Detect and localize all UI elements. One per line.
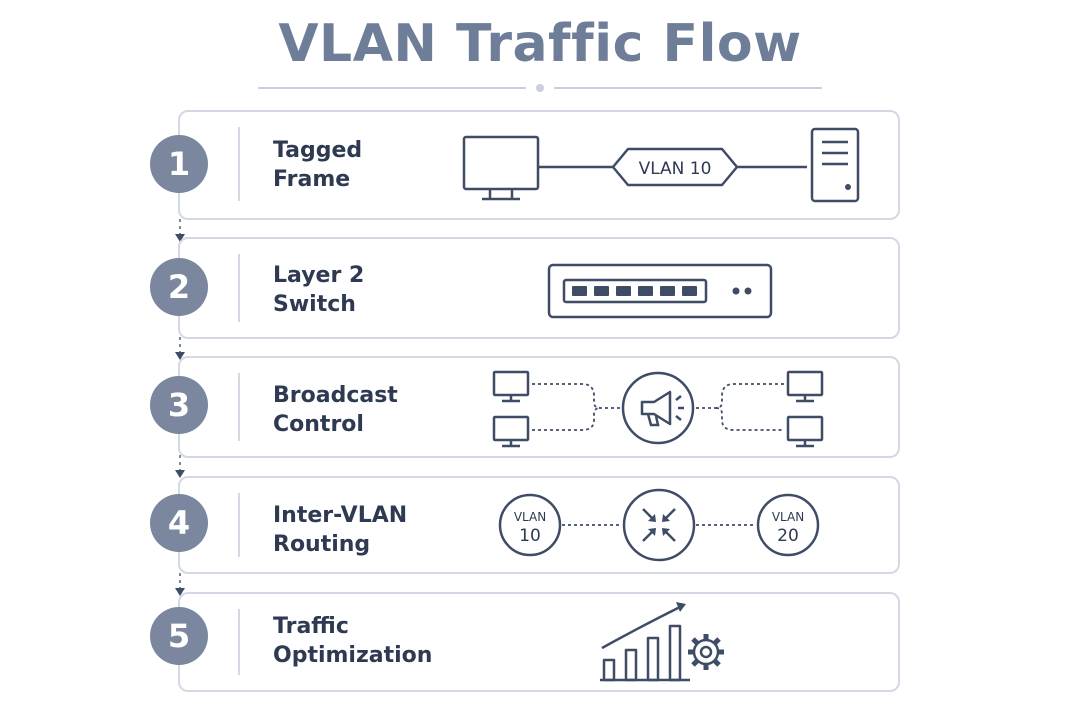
network-switch-icon bbox=[547, 263, 773, 319]
flow-arrow bbox=[175, 316, 185, 360]
card-divider bbox=[238, 127, 240, 201]
step-number-badge: 3 bbox=[150, 376, 208, 434]
step-card-tagged-frame bbox=[178, 110, 900, 220]
step-label: Tagged Frame bbox=[273, 136, 362, 194]
step-label: Inter-VLAN Routing bbox=[273, 501, 407, 559]
page-title: VLAN Traffic Flow bbox=[278, 14, 802, 74]
step-label-line: Traffic bbox=[273, 614, 349, 639]
step-number-badge: 5 bbox=[150, 607, 208, 665]
card-divider bbox=[238, 254, 240, 322]
step-label-line: Optimization bbox=[273, 643, 433, 668]
monitor-to-server-icon: VLAN 10 bbox=[462, 127, 860, 203]
step-card-broadcast-control bbox=[178, 356, 900, 458]
step-label: Broadcast Control bbox=[273, 381, 398, 439]
card-divider bbox=[238, 493, 240, 557]
megaphone-broadcast-icon bbox=[492, 370, 824, 448]
vlan-node-id: 20 bbox=[777, 526, 799, 546]
vlan-tag-label: VLAN 10 bbox=[639, 159, 712, 179]
step-number-badge: 4 bbox=[150, 494, 208, 552]
step-card-layer-2-switch bbox=[178, 237, 900, 339]
flow-arrow bbox=[175, 434, 185, 478]
step-label: Traffic Optimization bbox=[273, 612, 432, 670]
step-label-line: Control bbox=[273, 412, 364, 437]
step-number-badge: 1 bbox=[150, 135, 208, 193]
card-divider bbox=[238, 609, 240, 675]
title-divider bbox=[258, 84, 822, 92]
step-label: Layer 2 Switch bbox=[273, 261, 364, 319]
step-label-line: Switch bbox=[273, 292, 356, 317]
vlan-node-label: VLAN bbox=[772, 510, 804, 524]
step-label-line: Broadcast bbox=[273, 383, 398, 408]
vlan-node-label: VLAN bbox=[514, 510, 546, 524]
flow-arrow bbox=[175, 198, 185, 242]
step-label-line: Tagged bbox=[273, 138, 363, 163]
router-icon: VLAN 10 VLAN 20 bbox=[498, 488, 820, 562]
step-card-traffic-optimization bbox=[178, 592, 900, 692]
step-label-line: Routing bbox=[273, 532, 371, 557]
vlan-node-id: 10 bbox=[519, 526, 541, 546]
card-divider bbox=[238, 373, 240, 441]
step-label-line: Layer 2 bbox=[273, 263, 365, 288]
flow-arrow bbox=[175, 552, 185, 596]
growth-chart-gear-icon bbox=[600, 602, 724, 682]
step-label-line: Inter-VLAN bbox=[273, 503, 408, 528]
step-number-badge: 2 bbox=[150, 258, 208, 316]
step-label-line: Frame bbox=[273, 167, 351, 192]
step-card-inter-vlan-routing bbox=[178, 476, 900, 574]
